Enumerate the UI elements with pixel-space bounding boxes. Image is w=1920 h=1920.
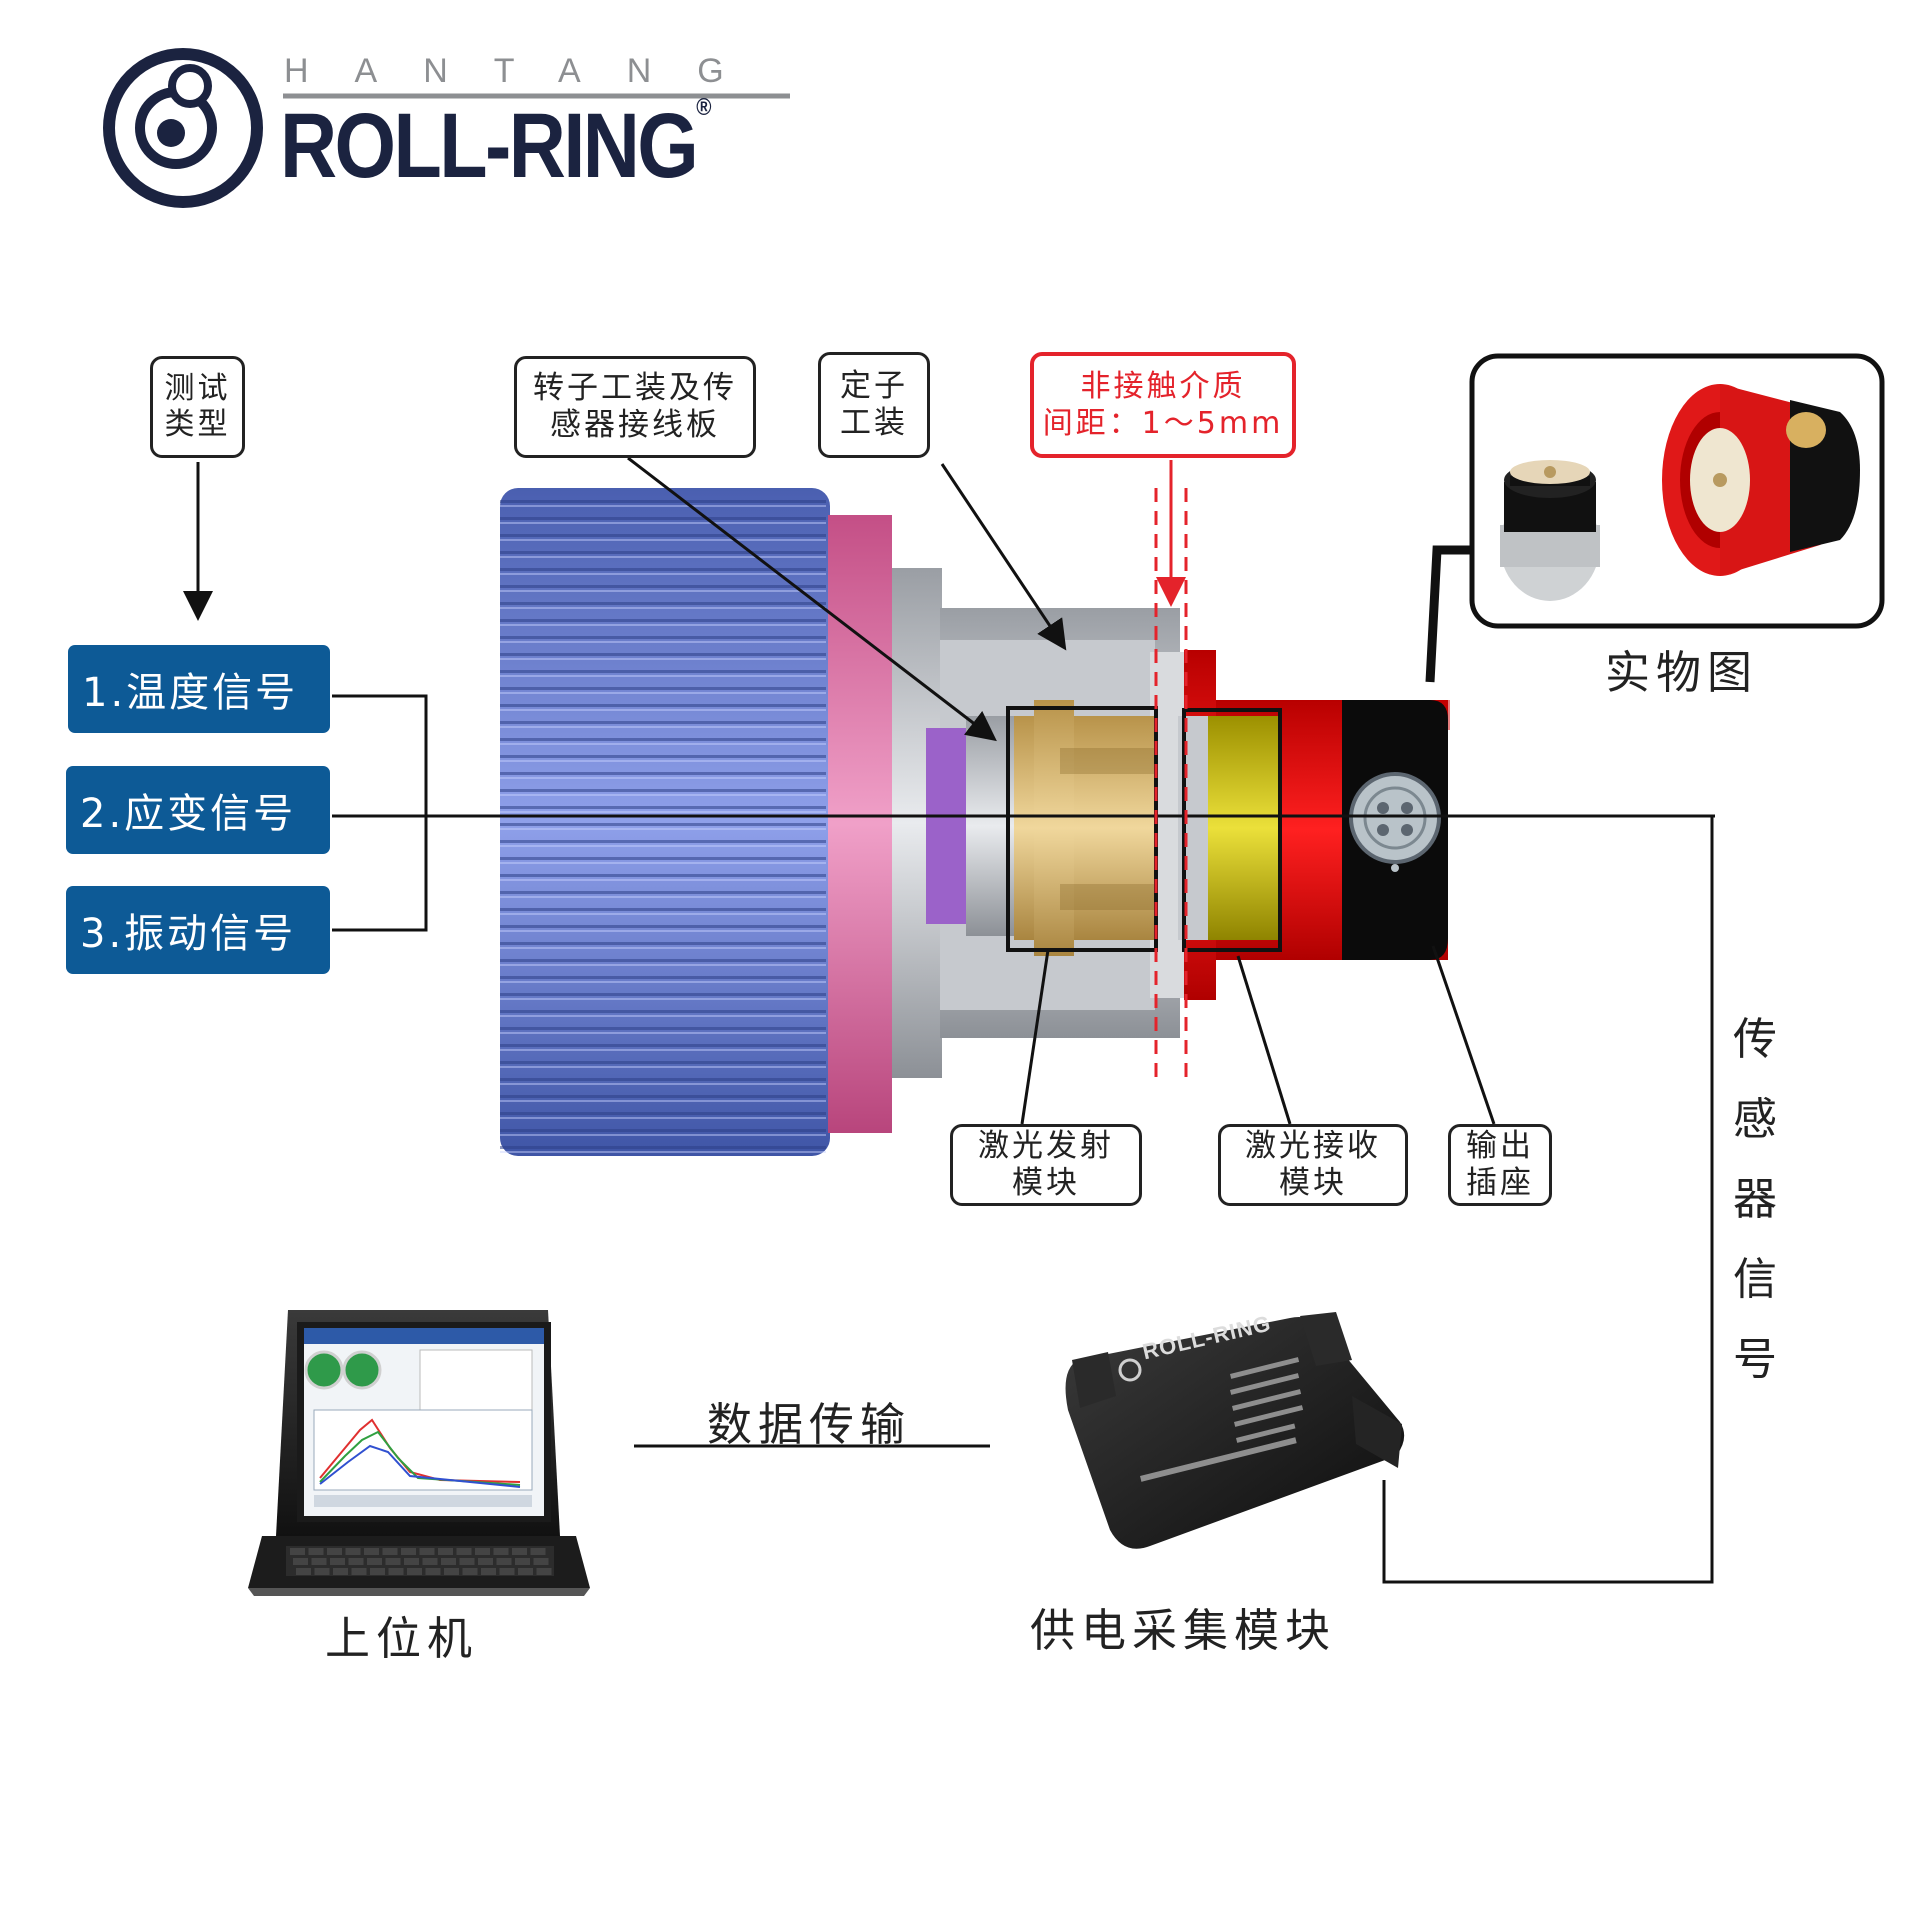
logo-top-text: HANTANG — [284, 52, 770, 90]
signal-strain: 2.应变信号 — [66, 766, 330, 854]
output-connector — [1349, 772, 1441, 872]
callout-output-socket: 输出 插座 — [1448, 1124, 1552, 1206]
pink-flange — [828, 515, 892, 1133]
sensor-signal-caption: 传 感 器 信 号 — [1730, 1000, 1780, 1400]
receiver-leader — [1236, 955, 1292, 1125]
signal-temperature: 1.温度信号 — [68, 645, 330, 733]
callout-laser-receiver: 激光接收 模块 — [1218, 1124, 1408, 1206]
signal-bracket — [332, 694, 428, 932]
rotor-fin-body — [500, 488, 830, 1156]
sensor-signal-char: 号 — [1733, 1334, 1777, 1385]
host-computer-caption: 上位机 — [325, 1612, 479, 1665]
host-laptop-illustration — [248, 1310, 590, 1596]
laser-receiver-lens — [1200, 716, 1278, 940]
emitter-leader — [1020, 949, 1050, 1125]
callout-noncontact-gap: 非接触介质 间距：1～5mm — [1030, 352, 1296, 458]
logo-registered-mark: ® — [696, 94, 712, 121]
data-transfer-caption: 数据传输 — [707, 1398, 912, 1451]
product-photo-transmitter — [1662, 384, 1860, 576]
logo-emblem — [103, 48, 263, 208]
signal-vibration: 3.振动信号 — [66, 886, 330, 974]
power-module-caption: 供电采集模块 — [1030, 1604, 1337, 1657]
sensor-signal-char: 传 — [1733, 1014, 1777, 1065]
output-leader — [1431, 945, 1496, 1125]
sensor-signal-char: 信 — [1733, 1254, 1777, 1305]
logo-brand-text: ROLL-RING® — [280, 94, 711, 199]
photo-leader — [1425, 545, 1474, 683]
callout-laser-emitter: 激光发射 模块 — [950, 1124, 1142, 1206]
logo-brand-label: ROLL-RING — [280, 95, 699, 197]
receiver-frame — [1182, 708, 1282, 952]
sensor-signal-char: 感 — [1733, 1094, 1777, 1145]
rotor-leader — [627, 456, 997, 742]
laser-emitter-module — [1014, 700, 1154, 956]
stator-leader — [940, 463, 1067, 651]
photo-caption: 实物图 — [1605, 646, 1759, 699]
sensor-signal-char: 器 — [1733, 1174, 1777, 1225]
callout-rotor-fixture: 转子工装及传 感器接线板 — [514, 356, 756, 458]
test-type-label: 测试 类型 — [150, 356, 245, 458]
sensor-signal-path — [1382, 816, 1714, 1584]
emitter-frame — [1006, 706, 1158, 952]
product-photo-receiver — [1500, 460, 1600, 601]
power-module-illustration — [1065, 1312, 1405, 1549]
callout-stator-fixture: 定子 工装 — [818, 352, 930, 458]
